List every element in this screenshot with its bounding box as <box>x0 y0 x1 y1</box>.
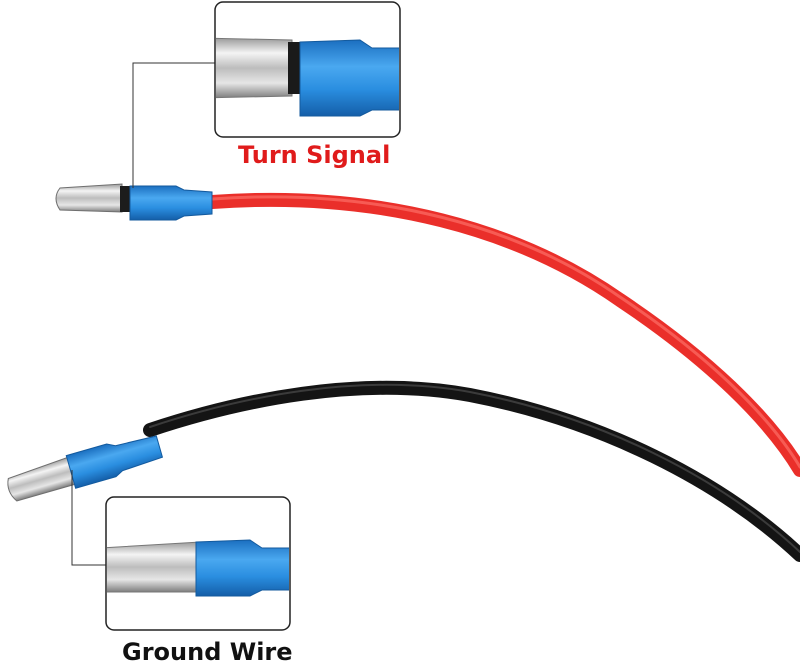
black-wire-highlight <box>149 383 800 553</box>
ground-wire-label: Ground Wire <box>122 638 293 666</box>
heat-shrink-bottom <box>65 435 164 489</box>
red-wire-highlight <box>210 195 800 469</box>
zoom-inset-bottom <box>105 496 291 631</box>
ground-wire-connector <box>7 435 164 502</box>
bullet-terminal-top <box>55 183 123 213</box>
callout-leader-top <box>132 62 215 188</box>
red-wire <box>205 192 800 477</box>
black-wire <box>143 380 800 562</box>
heat-shrink-top <box>129 185 213 221</box>
crimp-gap <box>120 186 132 212</box>
turn-signal-connector <box>55 183 213 221</box>
turn-signal-label: Turn Signal <box>238 141 391 169</box>
callout-leader-bottom <box>71 470 106 566</box>
bullet-terminal-bottom <box>7 456 78 502</box>
zoom-inset-top <box>214 1 401 138</box>
